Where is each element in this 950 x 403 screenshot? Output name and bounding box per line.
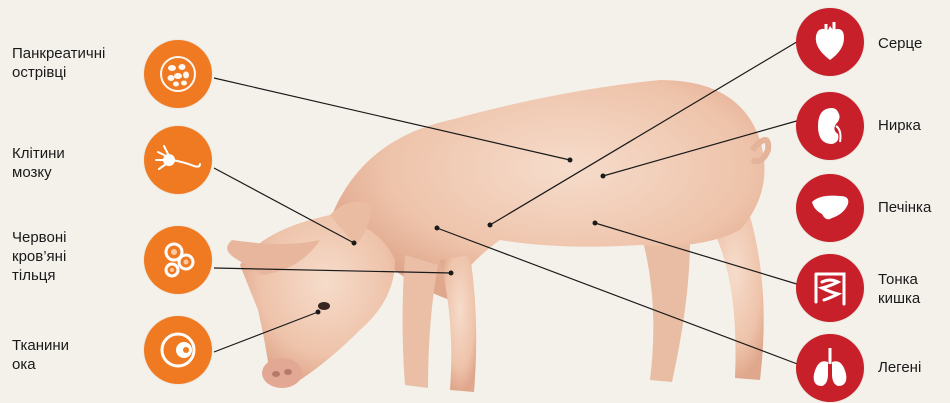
label-eye-tissue: Тканини ока [12, 336, 69, 374]
label-heart: Серце [878, 34, 922, 53]
red-blood-cells-icon [144, 226, 212, 294]
label-small-intestine: Тонка кишка [878, 270, 920, 308]
label-lungs: Легені [878, 358, 921, 377]
label-kidney: Нирка [878, 116, 921, 135]
label-brain-cells: Клітини мозку [12, 144, 65, 182]
label-pancreatic-islets: Панкреатичні острівці [12, 44, 105, 82]
neuron-icon [144, 126, 212, 194]
small-intestine-icon [796, 254, 864, 322]
label-red-blood-cells: Червоні кров’яні тільця [12, 228, 66, 285]
heart-icon [796, 8, 864, 76]
liver-icon [796, 174, 864, 242]
kidney-icon [796, 92, 864, 160]
pancreatic-islets-icon [144, 40, 212, 108]
lungs-icon [796, 334, 864, 402]
label-liver: Печінка [878, 198, 931, 217]
eye-icon [144, 316, 212, 384]
